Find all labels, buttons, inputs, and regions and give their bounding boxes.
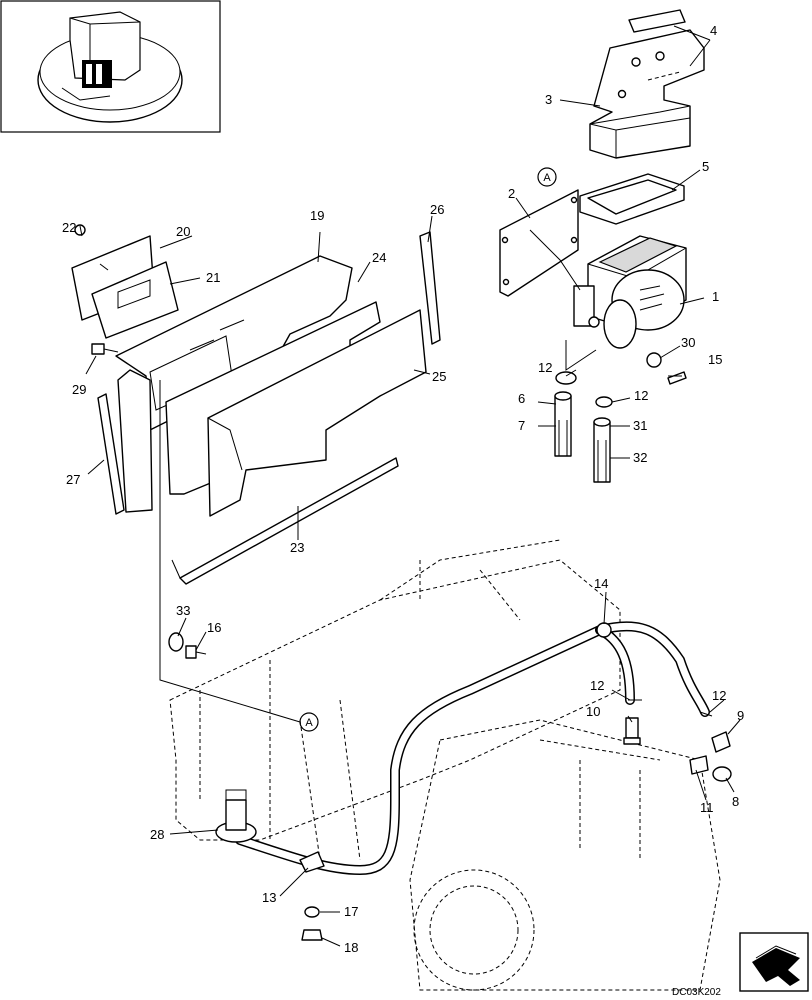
callout-18: 18: [344, 940, 358, 955]
callout-8: 8: [732, 794, 739, 809]
frame-outline: [169, 539, 721, 991]
callout-16: 16: [207, 620, 221, 635]
part-fasteners: [91, 343, 207, 659]
callout-6: 6: [518, 391, 525, 406]
callout-30: 30: [681, 335, 695, 350]
reference-mark-a-bottom: A: [299, 712, 319, 732]
part-heater-unit: [573, 235, 687, 349]
callout-29: 29: [72, 382, 86, 397]
callout-5: 5: [702, 159, 709, 174]
svg-text:A: A: [543, 172, 551, 184]
part-strips-and-rod: [97, 231, 441, 585]
callout-13-label: 13: [262, 890, 276, 905]
navigation-arrow-icon[interactable]: [739, 932, 809, 992]
callout-33: 33: [176, 603, 190, 618]
callout-20: 20: [176, 224, 190, 239]
part-panels: [71, 224, 353, 431]
drawing-code: DC03K202: [672, 987, 721, 998]
callout-10: 10: [586, 704, 600, 719]
callout-21: 21: [206, 270, 220, 285]
callout-11: 11: [700, 800, 714, 815]
machine-locator-thumbnail-icon: [0, 0, 221, 133]
callout-22: 22: [62, 220, 76, 235]
callout-labels: 4 3 5 2 1 30 15 12 12 6 7 31 32 19 24 25…: [62, 23, 744, 955]
callout-31: 31: [633, 418, 647, 433]
callout-32: 32: [633, 450, 647, 465]
callout-7: 7: [518, 418, 525, 433]
part-heater-hose-run: [235, 621, 713, 876]
callout-12c-label: 12: [590, 678, 604, 693]
callout-24: 24: [372, 250, 386, 265]
part-bracket: [499, 189, 579, 297]
svg-text:A: A: [305, 717, 313, 729]
callout-2: 2: [508, 186, 515, 201]
part-gasket: [579, 173, 685, 225]
callout-25: 25: [432, 369, 446, 384]
callout-4: 4: [710, 23, 717, 38]
callout-14-label: 14: [594, 576, 608, 591]
part-cover-assembly: [589, 9, 705, 159]
callout-27: 27: [66, 472, 80, 487]
reference-mark-a-top: A: [537, 167, 557, 187]
part-sound-panels: [117, 301, 427, 517]
callout-28: 28: [150, 827, 164, 842]
callout-15: 15: [708, 352, 722, 367]
callout-12a: 12: [538, 360, 552, 375]
callout-19: 19: [310, 208, 324, 223]
part-hose-set-upper: [554, 340, 687, 483]
callout-1: 1: [712, 289, 719, 304]
callout-9: 9: [737, 708, 744, 723]
callout-12d: 12: [712, 688, 726, 703]
callout-17: 17: [344, 904, 358, 919]
callout-3: 3: [545, 92, 552, 107]
leader-lines: [79, 25, 741, 947]
callout-26: 26: [430, 202, 444, 217]
part-fittings: [215, 717, 732, 941]
callout-12b: 12: [634, 388, 648, 403]
callout-23: 23: [290, 540, 304, 555]
